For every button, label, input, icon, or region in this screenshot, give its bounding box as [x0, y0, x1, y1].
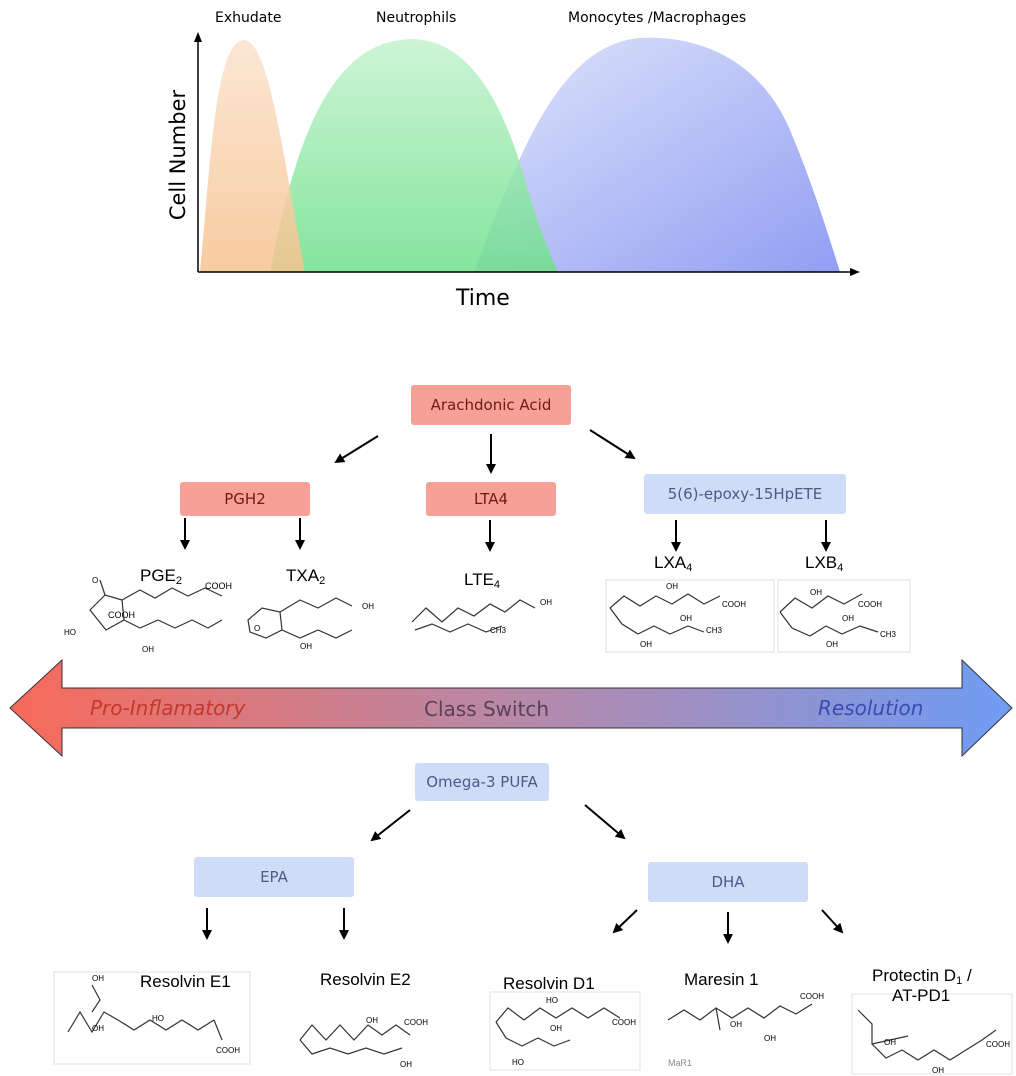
- rve1-oh1: OH: [92, 974, 104, 983]
- rvd1-ho2: HO: [512, 1058, 524, 1067]
- mar1-oh2: OH: [764, 1034, 776, 1043]
- rvd1-ho: HO: [546, 996, 558, 1005]
- neutrophil-curve: [270, 39, 558, 272]
- pge2-oh: OH: [142, 645, 154, 654]
- macrophage-curve: [474, 37, 840, 273]
- lta4-box: LTA4: [426, 482, 556, 516]
- neutrophils-label: Neutrophils: [376, 10, 457, 26]
- mar1-oh1: OH: [730, 1020, 742, 1029]
- txa2-label: TXA2: [286, 566, 326, 587]
- lxb4-label: LXB4: [805, 553, 844, 574]
- resolvin-d1-label: Resolvin D1: [503, 974, 595, 993]
- rvd1-oh: OH: [550, 1024, 562, 1033]
- pge2-o: O: [92, 576, 99, 585]
- resolution-label: Resolution: [818, 696, 924, 720]
- lxa4-oh2: OH: [680, 614, 692, 623]
- exudate-curve: [200, 40, 305, 272]
- lxb4-oh2: OH: [842, 614, 854, 623]
- protectin-d1-label: Protectin D1 /: [872, 966, 972, 987]
- upper-arrows: [180, 429, 831, 552]
- lte4-label: LTE4: [464, 570, 501, 591]
- lxa4-oh3: OH: [640, 640, 652, 649]
- rve2-oh2: OH: [400, 1060, 412, 1069]
- lxa4-label: LXA4: [654, 553, 693, 574]
- lxb4-oh1: OH: [810, 588, 822, 597]
- pro-inflammatory-label: Pro-Inflamatory: [90, 696, 246, 720]
- rve2-oh1: OH: [366, 1016, 378, 1025]
- exudate-label: Exhudate: [215, 10, 282, 26]
- resolvin-e1-label: Resolvin E1: [140, 972, 231, 991]
- pd1-cooh: COOH: [986, 1040, 1010, 1049]
- at-pd1-label: AT-PD1: [892, 986, 951, 1005]
- x-axis-label: Time: [456, 286, 510, 311]
- resolvin-e2-label: Resolvin E2: [320, 970, 411, 989]
- mar1-caption: MaR1: [668, 1058, 693, 1068]
- rve2-cooh: COOH: [404, 1018, 428, 1027]
- pd1-oh1: OH: [884, 1038, 896, 1047]
- lxb4-cooh: COOH: [858, 600, 882, 609]
- pge2-cooh: COOH: [108, 610, 135, 620]
- lte4-oh: OH: [540, 598, 552, 607]
- structure-drawings: [67, 579, 997, 1061]
- rvd1-cooh: COOH: [612, 1018, 636, 1027]
- txa2-oh: OH: [362, 602, 374, 611]
- lxa4-cooh: COOH: [722, 600, 746, 609]
- txa2-oh2: OH: [300, 642, 312, 651]
- mar1-cooh: COOH: [800, 992, 824, 1001]
- lxa4-oh1: OH: [666, 582, 678, 591]
- lxb4-oh3: OH: [826, 640, 838, 649]
- rve1-ho: HO: [152, 1014, 164, 1023]
- maresin-1-label: Maresin 1: [684, 970, 759, 989]
- pd1-oh2: OH: [932, 1066, 944, 1075]
- class-switch-label: Class Switch: [424, 697, 550, 721]
- class-switch-band: [9, 658, 1013, 758]
- pge2-cooh-label: COOH: [205, 581, 232, 591]
- pge2-label: PGE2: [140, 566, 183, 587]
- arachidonic-acid-box: Arachdonic Acid: [411, 385, 571, 425]
- lte4-ch3: CH3: [490, 626, 507, 635]
- epa-box: EPA: [194, 857, 354, 897]
- dha-box: DHA: [648, 862, 808, 902]
- txa2-o: O: [254, 624, 261, 633]
- lxa4-ch3: CH3: [706, 626, 723, 635]
- rve1-oh2: OH: [92, 1024, 104, 1033]
- epoxy-hpete-box: 5(6)-epoxy-15HpETE: [644, 474, 846, 514]
- pge2-ho: HO: [64, 628, 76, 637]
- pgh2-box: PGH2: [180, 482, 310, 516]
- lxb4-ch3: CH3: [880, 630, 897, 639]
- macrophages-label: Monocytes /Macrophages: [568, 10, 747, 26]
- rve1-cooh: COOH: [216, 1046, 240, 1055]
- omega3-pufa-box: Omega-3 PUFA: [415, 763, 549, 801]
- y-axis-label: Cell Number: [166, 89, 190, 221]
- lower-arrows: [202, 804, 844, 944]
